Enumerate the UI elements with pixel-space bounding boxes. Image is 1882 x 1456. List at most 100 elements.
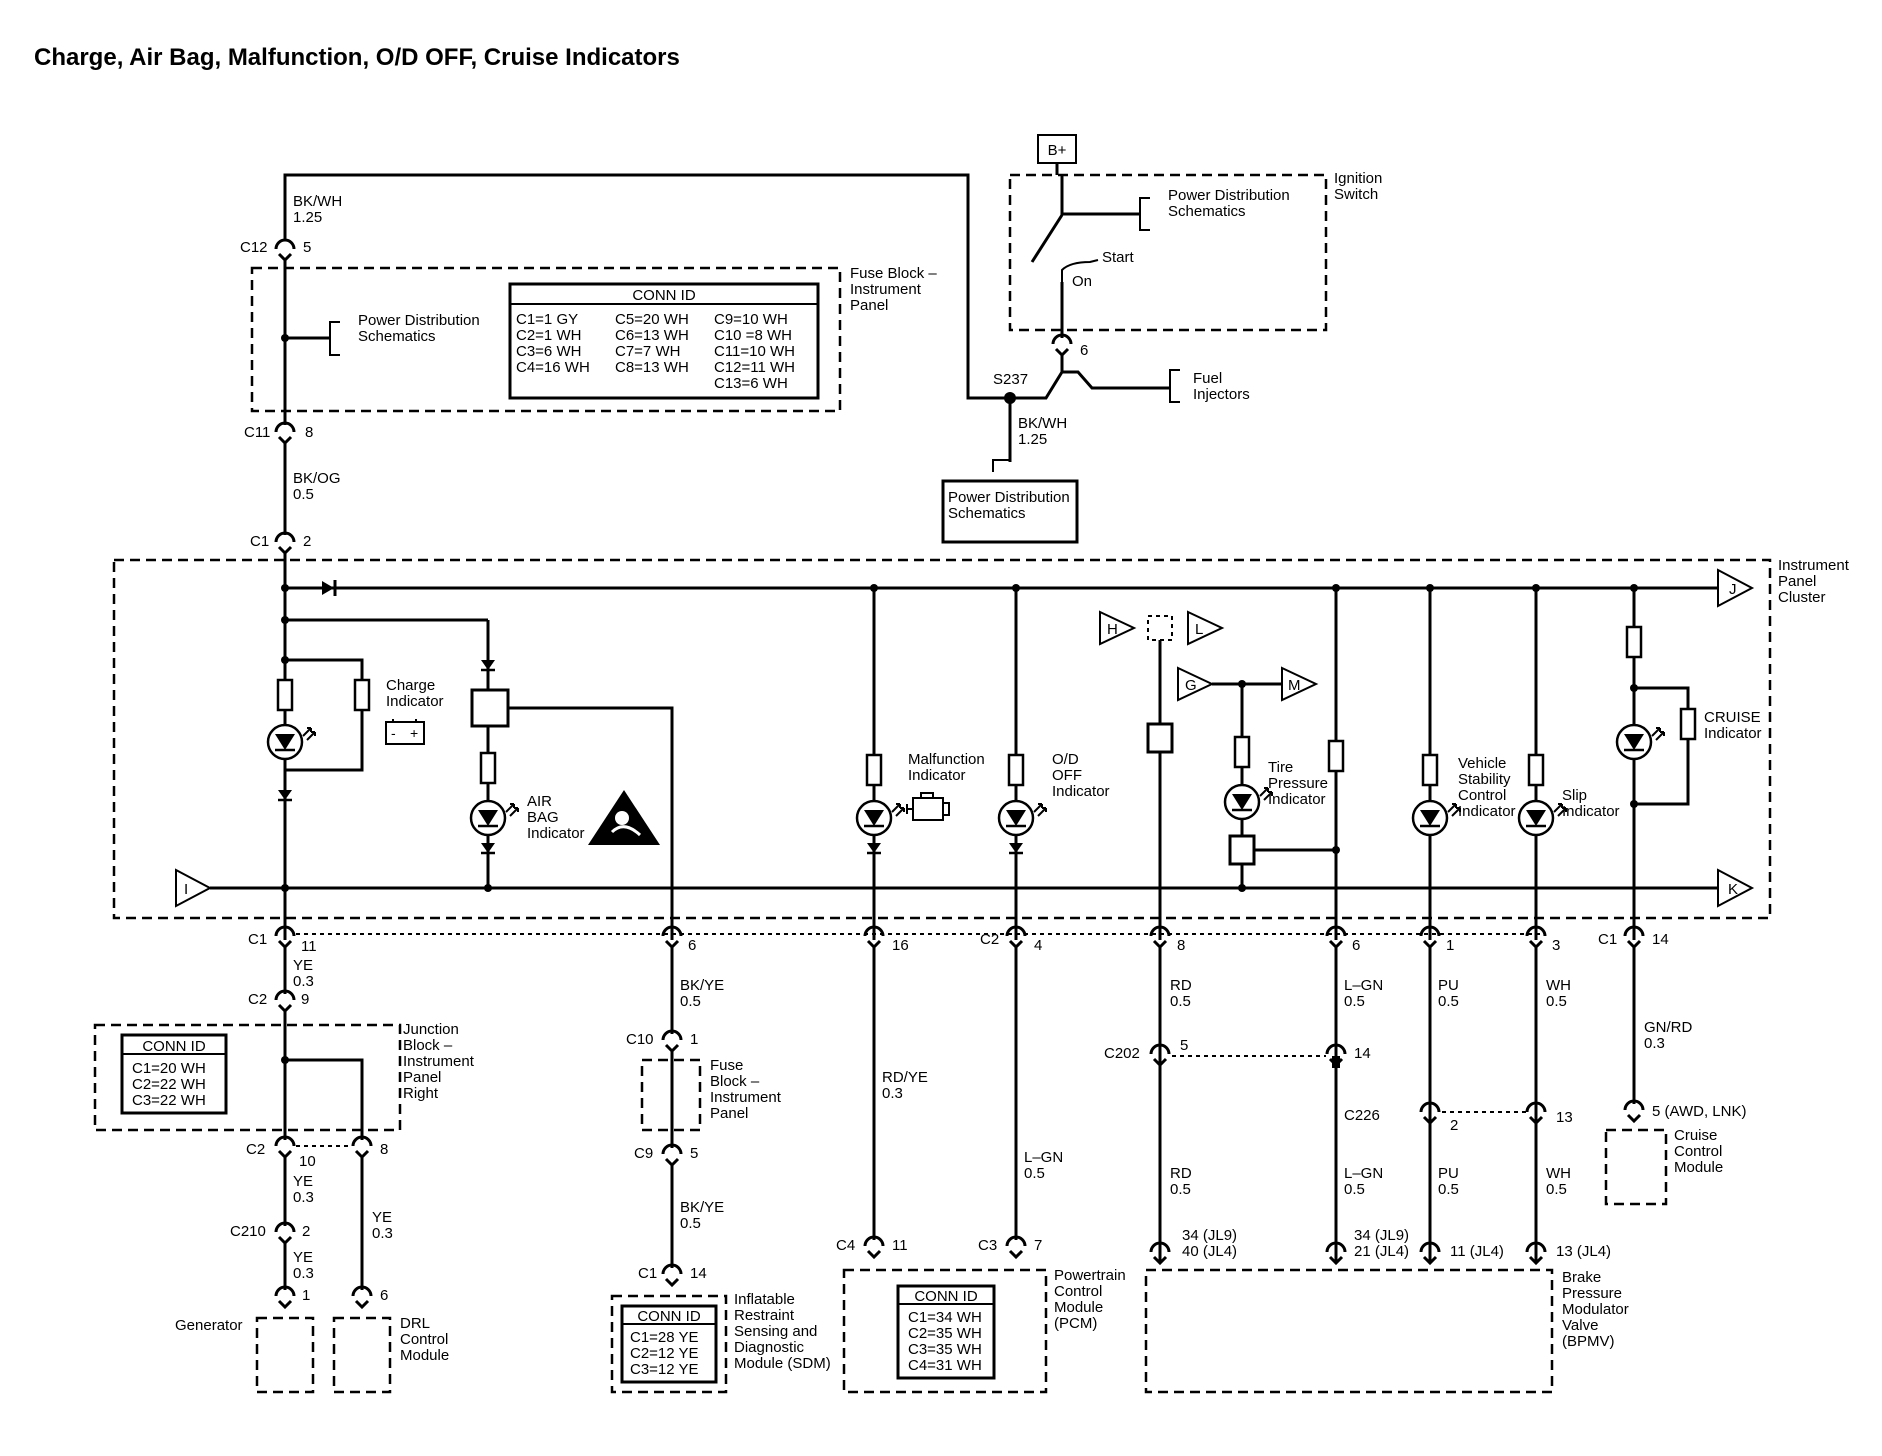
bpmv-label-1: Brake	[1562, 1269, 1601, 1286]
vsc-label-4: Indicator	[1458, 803, 1516, 820]
wire-top-color: BK/WH	[293, 193, 342, 210]
lgn2-size: 0.5	[1344, 993, 1365, 1010]
bpmv-label-2: Pressure	[1562, 1285, 1622, 1302]
cruise-bypass-bottom	[1634, 738, 1690, 806]
fuse-block-conn-id-col3: C9=10 WH C10 =8 WH C11=10 WH C12=11 WH C…	[714, 311, 795, 392]
charge-indicator-led	[266, 723, 317, 761]
sdm-label-4: Diagnostic	[734, 1339, 805, 1356]
ipc-label-2: Panel	[1778, 573, 1816, 590]
c2-jb-label: C2	[248, 991, 267, 1008]
c11-label: C11	[244, 424, 270, 441]
flag-m	[1281, 666, 1319, 702]
svg-text:C7=7 WH: C7=7 WH	[615, 343, 680, 360]
lgn-splice	[1332, 846, 1340, 854]
c202-pin: 5	[1180, 1037, 1188, 1054]
bus-splice-7	[1012, 584, 1020, 592]
ign-to-s237-wire	[1010, 371, 1064, 400]
c2-jb-pin: 9	[301, 991, 309, 1008]
airbag-resistor	[479, 751, 497, 785]
bus-splice-5	[484, 884, 492, 892]
ipc-label-1: Instrument	[1778, 557, 1850, 574]
bkye1-color: BK/YE	[680, 977, 724, 994]
c2-b-label: C2	[980, 931, 999, 948]
mil-label-1: Malfunction	[908, 751, 985, 768]
jb-label-3: Instrument	[403, 1053, 475, 1070]
page-title: Charge, Air Bag, Malfunction, O/D OFF, C…	[34, 44, 680, 71]
c10-pin: 1	[690, 1031, 698, 1048]
pcm-label-2: Control	[1054, 1283, 1102, 1300]
jb-conn-id-row-3: C3=22 WH	[132, 1092, 206, 1109]
ye3-size: 0.3	[293, 1265, 314, 1282]
pu2-size: 0.5	[1438, 1181, 1459, 1198]
svg-text:-: -	[391, 725, 396, 741]
bkye2-color: BK/YE	[680, 1199, 724, 1216]
airbag-label-2: BAG	[527, 809, 559, 826]
pcm-conn-id-row-4: C4=31 WH	[908, 1357, 982, 1374]
lgn3-size: 0.5	[1344, 1181, 1365, 1198]
pcm-label-3: Module	[1054, 1299, 1103, 1316]
c11-pin: 8	[305, 424, 313, 441]
mil-led	[855, 799, 906, 837]
c202-label: C202	[1104, 1045, 1140, 1062]
vsc-label-3: Control	[1458, 787, 1506, 804]
svg-text:C1=1 GY: C1=1 GY	[516, 311, 578, 328]
charge-diode	[276, 788, 294, 802]
flag-l	[1187, 610, 1225, 646]
fuse-block-label-2: Instrument	[850, 281, 922, 298]
flag-g-label: G	[1185, 677, 1197, 694]
ign-start-label: Start	[1102, 249, 1135, 266]
jb-label-5: Right	[403, 1085, 439, 1102]
sdm-conn-id-row-2: C2=12 YE	[630, 1345, 699, 1362]
tpms-label-3: Indicator	[1268, 791, 1326, 808]
ye1-size: 0.3	[293, 973, 314, 990]
airbag-diode-bottom	[479, 841, 497, 855]
c10-label: C10	[626, 1031, 654, 1048]
c1-c-label: C1	[1598, 931, 1617, 948]
pu1-color: PU	[1438, 977, 1459, 994]
bus-splice-6	[870, 584, 878, 592]
c12-label: C12	[240, 239, 268, 256]
pcm-conn-id-table	[896, 1284, 996, 1380]
wh1-size: 0.5	[1546, 993, 1567, 1010]
airbag-label-1: AIR	[527, 793, 552, 810]
slip-label-1: Slip	[1562, 787, 1587, 804]
c226-pin2: 13	[1556, 1109, 1573, 1126]
pcm-bpmv-box	[1144, 1268, 1554, 1394]
c210-pin: 2	[302, 1223, 310, 1240]
c1-c-pin: 14	[1652, 931, 1669, 948]
od-label-1: O/D	[1052, 751, 1079, 768]
drl-label-1: DRL	[400, 1315, 430, 1332]
od-label-2: OFF	[1052, 767, 1082, 784]
charge-resistor-1	[276, 678, 294, 712]
c1-sdm-pin: 14	[690, 1265, 707, 1282]
sdm-box	[610, 1294, 728, 1394]
sdm-label-3: Sensing and	[734, 1323, 817, 1340]
drl-box	[332, 1316, 392, 1394]
fb2-label-1: Fuse	[710, 1057, 743, 1074]
feed-wire-top	[283, 173, 1010, 400]
lgn2-color: L–GN	[1344, 977, 1383, 994]
bplus-label: B+	[1048, 142, 1067, 159]
bus-splice-12	[1630, 584, 1638, 592]
gnrd-size: 0.3	[1644, 1035, 1665, 1052]
bus-splice-4	[281, 884, 289, 892]
lgn1-size: 0.5	[1024, 1165, 1045, 1182]
connector-c1-top	[274, 531, 296, 555]
power-dist-s237-1: Power Distribution	[948, 489, 1070, 506]
sdm-conn-id-header: CONN ID	[637, 1308, 701, 1325]
ign-on-label: On	[1072, 273, 1092, 290]
pcm-pin-b1: 34 (JL9)	[1354, 1227, 1409, 1244]
rdye-size: 0.3	[882, 1085, 903, 1102]
od-led	[997, 799, 1048, 837]
sdm-label-5: Module (SDM)	[734, 1355, 831, 1372]
mil-label-2: Indicator	[908, 767, 966, 784]
flag-k	[1717, 868, 1755, 908]
ign-pin: 6	[1080, 342, 1088, 359]
s237-bracket	[992, 459, 1011, 472]
connector-c12	[274, 238, 296, 262]
jb-label-2: Block –	[403, 1037, 453, 1054]
drl-label-2: Control	[400, 1331, 448, 1348]
fuse-block-bracket	[329, 321, 340, 356]
gnrd-color: GN/RD	[1644, 1019, 1693, 1036]
pu1-size: 0.5	[1438, 993, 1459, 1010]
